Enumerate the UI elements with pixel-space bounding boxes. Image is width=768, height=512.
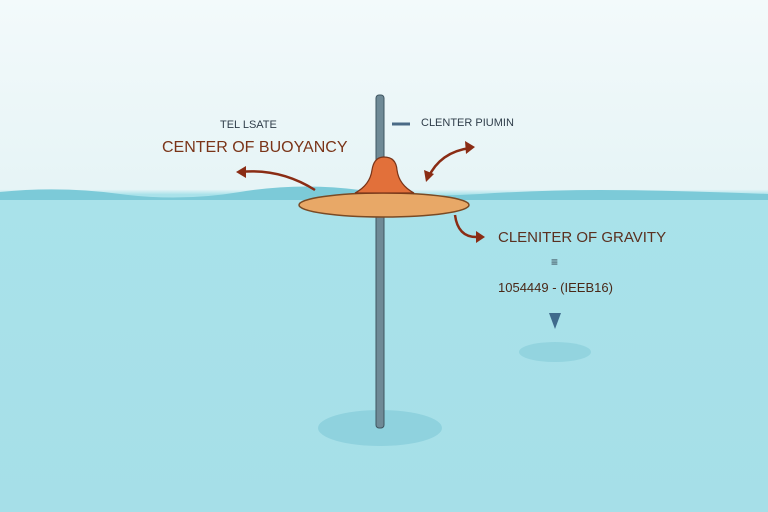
center-of-buoyancy-label: CENTER OF BUOYANCY bbox=[162, 139, 348, 156]
arrowhead-icon bbox=[476, 231, 485, 243]
pointer-label: CLENTER PIUMIN bbox=[421, 117, 514, 129]
arrowhead-icon bbox=[424, 170, 434, 182]
buoy-float bbox=[298, 192, 470, 218]
down-triangle-icon bbox=[549, 313, 561, 329]
small-top-label: TEL LSATE bbox=[220, 119, 277, 131]
arrow-gravity bbox=[453, 214, 479, 239]
arrow-buoyancy bbox=[239, 170, 316, 192]
buoy-pole bbox=[375, 94, 385, 429]
arrowhead-icon bbox=[465, 141, 475, 154]
formula-label: 1054449 - (IEEB16) bbox=[498, 280, 613, 295]
water-ripple bbox=[519, 342, 591, 362]
arrow-curved bbox=[426, 146, 471, 179]
buoy-cap bbox=[354, 156, 415, 194]
arrowhead-icon bbox=[236, 166, 246, 178]
center-of-gravity-label: CLENITER OF GRAVITY bbox=[498, 229, 667, 246]
equals-symbol: ≡ bbox=[551, 255, 559, 269]
